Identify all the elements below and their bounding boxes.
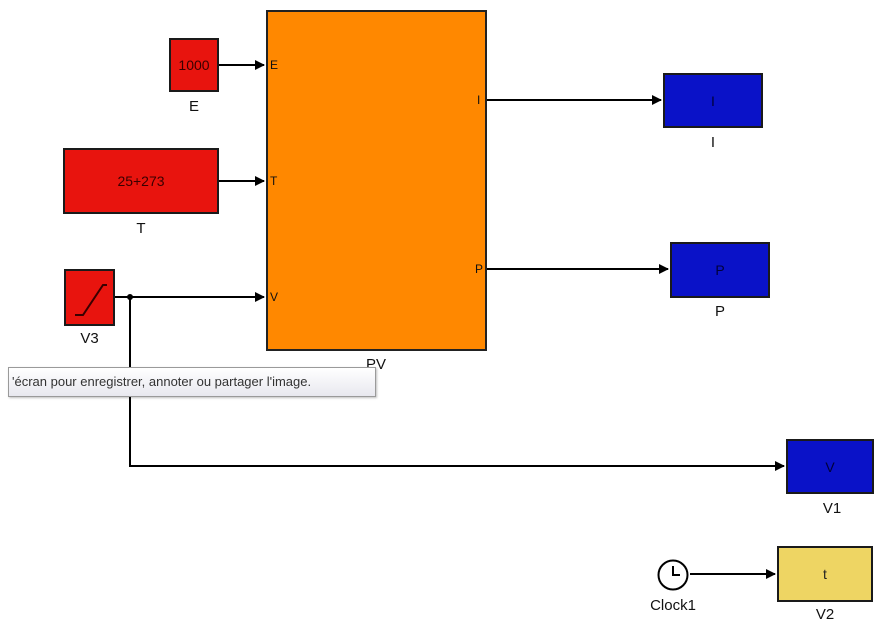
ramp-block-V3[interactable] xyxy=(64,269,115,326)
display-value-V2: t xyxy=(823,566,827,582)
constant-value-T: 25+273 xyxy=(117,173,165,189)
pv-port-in-E: E xyxy=(270,58,279,72)
block-label-E: E xyxy=(188,98,199,115)
block-label-P: P xyxy=(714,303,725,320)
display-block-V1[interactable]: V xyxy=(786,439,874,494)
constant-block-T[interactable]: 25+273 xyxy=(63,148,219,214)
display-value-P: P xyxy=(715,262,725,278)
block-label-V3: V3 xyxy=(80,330,99,347)
pv-port-in-V: V xyxy=(270,290,279,304)
display-block-I[interactable]: I xyxy=(663,73,763,128)
pv-port-out-I: I xyxy=(477,93,481,107)
display-block-P[interactable]: P xyxy=(670,242,770,298)
pv-subsystem-block[interactable] xyxy=(266,10,487,351)
block-label-clock: Clock1 xyxy=(650,597,696,614)
block-label-V1: V1 xyxy=(822,500,842,517)
clock-icon[interactable] xyxy=(656,558,690,592)
block-label-T: T xyxy=(136,220,146,237)
pv-port-out-P: P xyxy=(475,262,484,276)
tooltip: 'écran pour enregistrer, annoter ou part… xyxy=(8,367,376,397)
display-value-I: I xyxy=(711,92,715,109)
block-label-V2: V2 xyxy=(815,606,835,623)
display-block-V2[interactable]: t xyxy=(777,546,873,602)
pv-port-in-T: T xyxy=(270,174,278,188)
wire-V3-V1 xyxy=(129,297,785,471)
branch-point xyxy=(127,294,133,300)
constant-value-E: 1000 xyxy=(178,57,210,73)
display-value-V1: V xyxy=(825,458,835,475)
ramp-icon xyxy=(74,283,107,316)
block-label-I: I xyxy=(710,134,716,151)
constant-block-E[interactable]: 1000 xyxy=(169,38,219,92)
tooltip-text: 'écran pour enregistrer, annoter ou part… xyxy=(12,374,312,389)
